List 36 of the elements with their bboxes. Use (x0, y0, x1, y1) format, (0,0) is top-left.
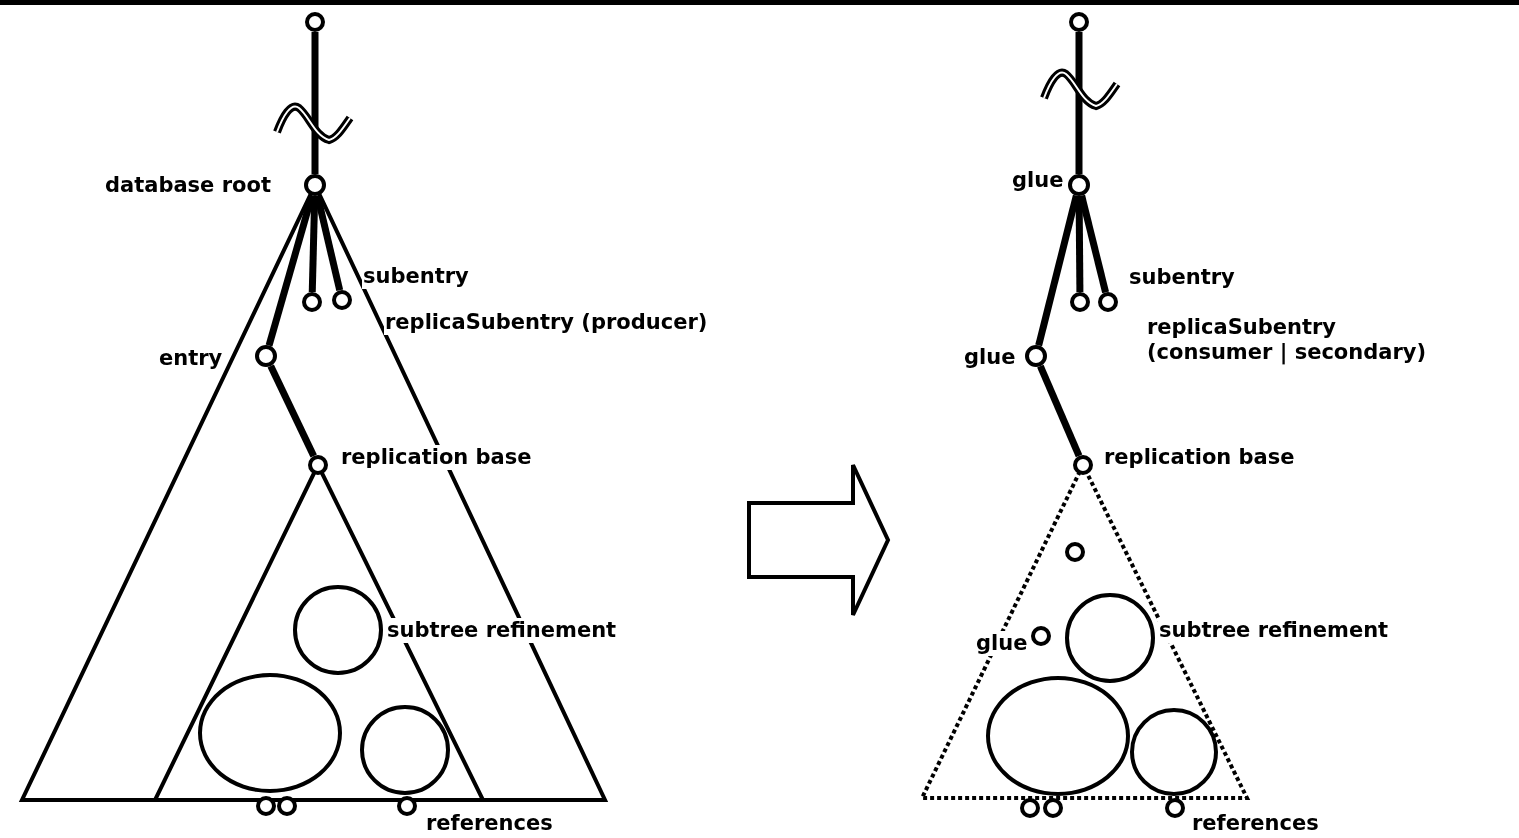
tree-node-circle (397, 796, 417, 816)
tree-node-circle (1069, 12, 1089, 32)
tree-node-circle (1031, 626, 1051, 646)
tree-link (1075, 32, 1083, 174)
tree-node-circle (332, 290, 352, 310)
tree-node-circle (1065, 542, 1085, 562)
tree-node-circle (305, 12, 325, 32)
tree-node-circle (360, 705, 450, 795)
node-caption: replicaSubentry (consumer | secondary) (1146, 315, 1428, 365)
tree-node-circle (308, 455, 328, 475)
tree-node-circle (1073, 455, 1093, 475)
tree-node-circle (1098, 292, 1118, 312)
tree-node-circle (1165, 798, 1185, 818)
tree-node-circle (255, 345, 277, 367)
tree-node-circle (277, 796, 297, 816)
node-caption: subtree refinement (386, 617, 618, 643)
tree-link (314, 194, 344, 292)
tree-node-circle (256, 796, 276, 816)
tree-node-circle (1068, 174, 1090, 196)
tree-node-circle (1025, 345, 1047, 367)
tree-node-circle (1020, 798, 1040, 818)
tree-node-circle (1065, 593, 1155, 683)
node-caption: glue (975, 630, 1029, 656)
tree-node-circle (302, 292, 322, 312)
tree-node-circle (1130, 708, 1218, 796)
tree-link (267, 364, 317, 458)
tree-node-circle (304, 174, 326, 196)
tree-node-circle (293, 585, 383, 675)
node-caption: replication base (340, 444, 533, 470)
node-caption: subtree refinement (1158, 617, 1390, 643)
subtree-ellipse (198, 673, 342, 793)
tree-link (311, 32, 319, 174)
tree-link (1037, 364, 1083, 458)
subtree-ellipse (986, 676, 1130, 796)
tree-node-circle (1070, 292, 1090, 312)
tree-node-circle (1043, 798, 1063, 818)
